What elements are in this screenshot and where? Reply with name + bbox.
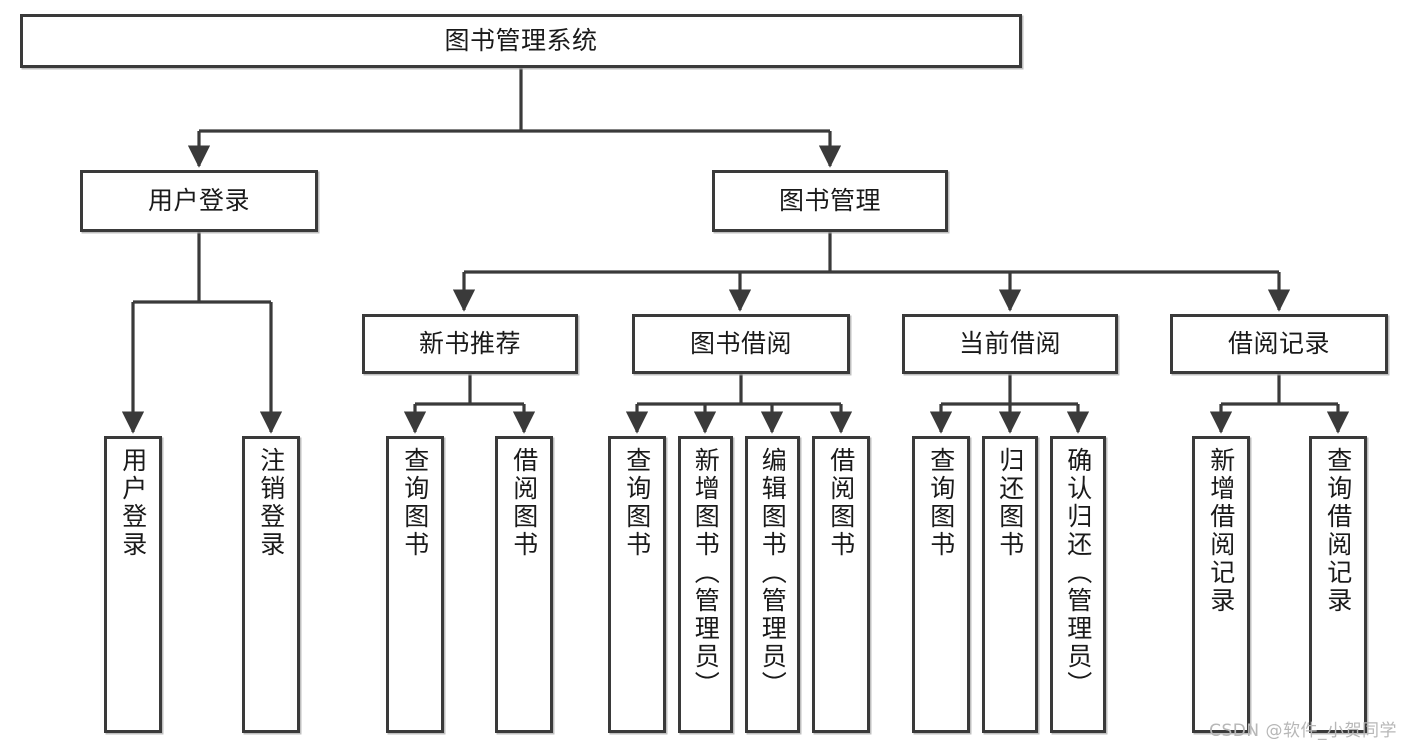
node-leaf-query-book-borrow[interactable]: 查询图书 — [608, 436, 666, 733]
node-leaf-logout-label: 注销登录 — [256, 447, 286, 559]
node-book-borrow-label: 图书借阅 — [689, 329, 792, 358]
node-leaf-query-book-current[interactable]: 查询图书 — [912, 436, 970, 733]
node-borrow-record[interactable]: 借阅记录 — [1170, 314, 1388, 374]
node-leaf-user-login[interactable]: 用户登录 — [104, 436, 162, 733]
node-leaf-edit-book-admin-label: 编辑图书（管理员） — [758, 447, 788, 699]
node-leaf-borrow-book-label: 借阅图书 — [826, 447, 856, 559]
csdn-watermark: CSDN @软件_小贺同学 — [1209, 721, 1397, 741]
node-book-borrow[interactable]: 图书借阅 — [632, 314, 850, 374]
node-leaf-add-borrow-record[interactable]: 新增借阅记录 — [1192, 436, 1250, 733]
node-leaf-query-book-recommend[interactable]: 查询图书 — [386, 436, 444, 733]
node-new-book-recommend[interactable]: 新书推荐 — [362, 314, 578, 374]
node-user-login[interactable]: 用户登录 — [80, 170, 318, 232]
node-book-management[interactable]: 图书管理 — [712, 170, 948, 232]
node-leaf-return-book[interactable]: 归还图书 — [982, 436, 1038, 733]
node-leaf-confirm-return-admin-label: 确认归还（管理员） — [1063, 447, 1093, 699]
node-root-system-label: 图书管理系统 — [444, 26, 598, 55]
node-leaf-query-book-recommend-label: 查询图书 — [400, 447, 430, 559]
node-leaf-add-book-admin-label: 新增图书（管理员） — [691, 447, 721, 699]
node-book-management-label: 图书管理 — [778, 186, 881, 215]
node-leaf-query-borrow-record-label: 查询借阅记录 — [1323, 447, 1353, 615]
node-root-system[interactable]: 图书管理系统 — [20, 14, 1022, 68]
node-leaf-borrow-book-recommend[interactable]: 借阅图书 — [495, 436, 553, 733]
node-new-book-recommend-label: 新书推荐 — [418, 329, 521, 358]
node-leaf-user-login-label: 用户登录 — [118, 447, 148, 559]
node-leaf-query-book-current-label: 查询图书 — [926, 447, 956, 559]
node-leaf-query-borrow-record[interactable]: 查询借阅记录 — [1309, 436, 1367, 733]
node-leaf-confirm-return-admin[interactable]: 确认归还（管理员） — [1050, 436, 1106, 733]
node-leaf-add-borrow-record-label: 新增借阅记录 — [1206, 447, 1236, 615]
node-leaf-return-book-label: 归还图书 — [995, 447, 1025, 559]
node-leaf-borrow-book-recommend-label: 借阅图书 — [509, 447, 539, 559]
node-borrow-record-label: 借阅记录 — [1227, 329, 1330, 358]
node-leaf-edit-book-admin[interactable]: 编辑图书（管理员） — [745, 436, 800, 733]
node-user-login-label: 用户登录 — [147, 186, 250, 215]
node-leaf-add-book-admin[interactable]: 新增图书（管理员） — [678, 436, 733, 733]
node-current-borrow[interactable]: 当前借阅 — [902, 314, 1118, 374]
node-current-borrow-label: 当前借阅 — [958, 329, 1061, 358]
node-leaf-query-book-borrow-label: 查询图书 — [622, 447, 652, 559]
node-leaf-logout[interactable]: 注销登录 — [242, 436, 300, 733]
node-leaf-borrow-book[interactable]: 借阅图书 — [812, 436, 870, 733]
